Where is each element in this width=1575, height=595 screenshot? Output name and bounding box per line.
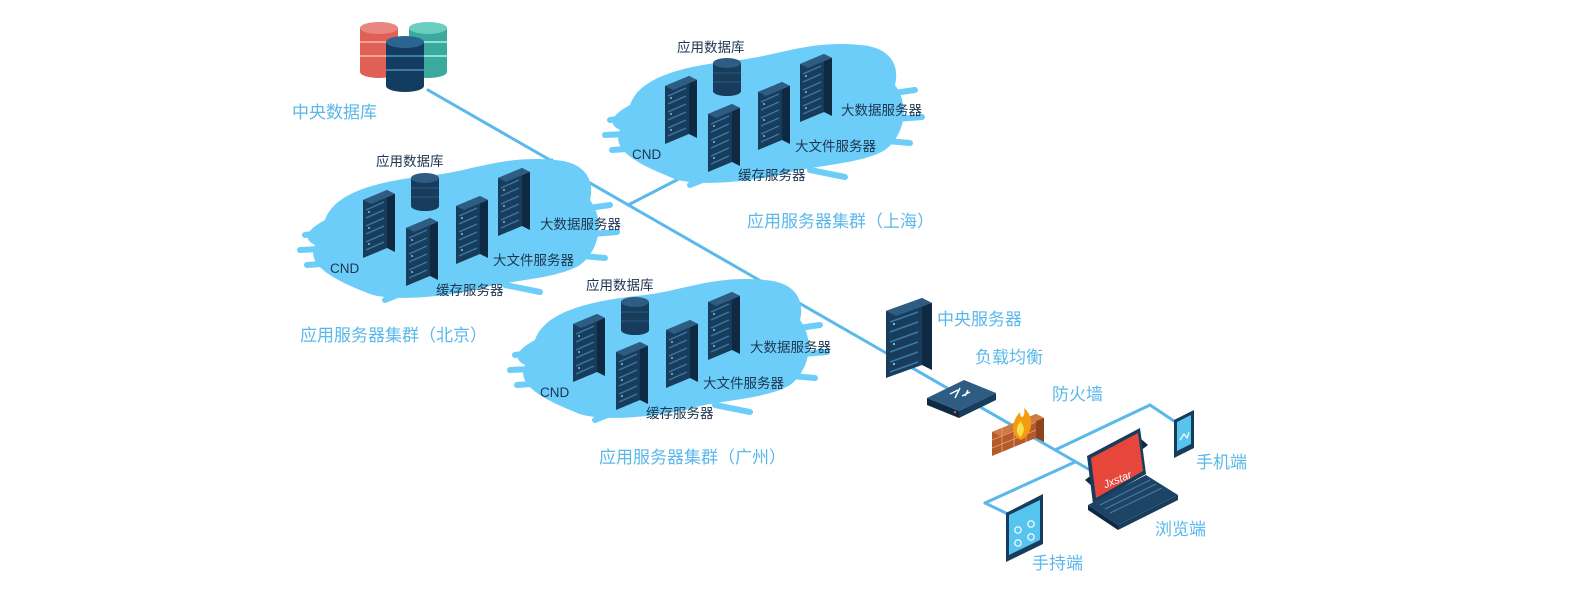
mobile-label: 手机端 xyxy=(1196,453,1247,473)
laptop-icon: Jxstar xyxy=(1085,428,1178,530)
load-balancer-label: 负载均衡 xyxy=(975,348,1043,368)
firewall-icon xyxy=(991,408,1044,456)
app-database-label: 应用数据库 xyxy=(586,277,654,294)
bigdata-server-label: 大数据服务器 xyxy=(841,103,922,119)
server-rack-icon xyxy=(362,189,396,259)
app-database-label: 应用数据库 xyxy=(677,39,745,56)
cluster-title: 应用服务器集群（北京） xyxy=(300,326,487,346)
server-rack-icon xyxy=(615,341,649,411)
cluster-title: 应用服务器集群（上海） xyxy=(747,212,934,232)
app-database-icon xyxy=(620,296,650,336)
cluster-beijing: 应用数据库 CND 缓存服务器 大文件服务器 大数据服务器 应用服务器集群（北京… xyxy=(300,153,621,346)
cache-server-label: 缓存服务器 xyxy=(738,168,806,184)
server-rack-icon xyxy=(757,81,791,151)
file-server-label: 大文件服务器 xyxy=(493,253,574,269)
load-balancer-icon xyxy=(927,380,996,418)
cache-server-label: 缓存服务器 xyxy=(436,283,504,299)
file-server-label: 大文件服务器 xyxy=(703,376,784,392)
file-server-label: 大文件服务器 xyxy=(795,139,876,155)
server-rack-icon xyxy=(665,319,699,389)
firewall-label: 防火墙 xyxy=(1052,385,1103,405)
cache-server-label: 缓存服务器 xyxy=(646,406,714,422)
server-rack-icon xyxy=(572,313,606,383)
cnd-label: CND xyxy=(330,261,359,276)
server-rack-icon xyxy=(455,195,489,265)
app-database-icon xyxy=(410,172,440,212)
handheld-label: 手持端 xyxy=(1032,554,1083,574)
server-rack-icon xyxy=(707,103,741,173)
cluster-shanghai: 应用数据库 CND 缓存服务器 大文件服务器 大数据服务器 应用服务器集群（上海… xyxy=(605,39,934,232)
central-database-icon xyxy=(360,22,447,92)
cnd-label: CND xyxy=(540,385,569,400)
mobile-phone-icon xyxy=(1174,410,1194,458)
bigdata-server-label: 大数据服务器 xyxy=(750,340,831,356)
app-database-icon xyxy=(712,57,742,97)
app-database-label: 应用数据库 xyxy=(376,153,444,170)
bigdata-server-label: 大数据服务器 xyxy=(540,217,621,233)
server-rack-icon xyxy=(405,217,439,287)
tablet-icon xyxy=(1006,494,1043,562)
database-stack-navy xyxy=(386,36,424,92)
cluster-title: 应用服务器集群（广州） xyxy=(599,448,786,468)
server-rack-icon xyxy=(497,167,531,237)
central-server-icon xyxy=(886,298,932,378)
server-rack-icon xyxy=(799,53,833,123)
cluster-guangzhou: 应用数据库 CND 缓存服务器 大文件服务器 大数据服务器 应用服务器集群（广州… xyxy=(510,277,831,468)
cnd-label: CND xyxy=(632,147,661,162)
central-server-label: 中央服务器 xyxy=(937,310,1022,330)
server-rack-icon xyxy=(707,291,741,361)
server-rack-icon xyxy=(664,75,698,145)
browser-label: 浏览端 xyxy=(1155,520,1206,540)
central-database-label: 中央数据库 xyxy=(292,103,377,123)
